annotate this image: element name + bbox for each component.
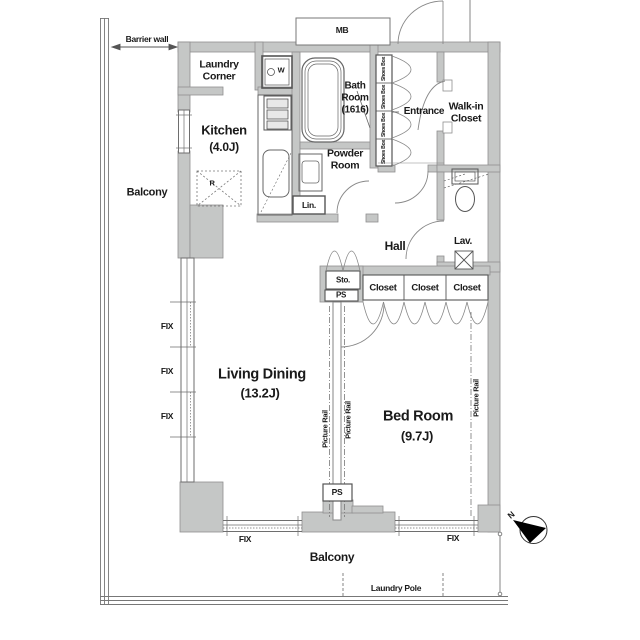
picture-rail-lines	[329, 306, 472, 517]
balcony-west-label: Balcony	[126, 186, 168, 199]
living-south-window	[223, 516, 302, 536]
kitchen-counter-sink	[257, 94, 293, 216]
entrance-label: Entrance	[403, 106, 445, 118]
walls	[177, 41, 501, 533]
balcony-rail	[100, 18, 508, 605]
closet-label: Closet	[453, 282, 481, 294]
fix-window-label: FIX	[238, 533, 252, 544]
closet-row	[362, 274, 489, 301]
picture-rail-label: Picture Rail	[471, 379, 481, 417]
bathtub	[301, 57, 371, 143]
refrigerator-space	[196, 170, 242, 207]
door-arcs	[336, 0, 446, 348]
bedroom-south-window	[395, 516, 478, 536]
compass-icon	[513, 516, 548, 544]
kitchen-window	[176, 109, 192, 154]
fridge-label: R	[209, 178, 215, 188]
storage-label: Sto.	[336, 275, 350, 285]
lav-label: Lav.	[453, 236, 473, 248]
living-dining-size-label: (13.2J)	[240, 385, 280, 401]
picture-rail-label: Picture Rail	[343, 401, 353, 439]
toilet	[443, 168, 490, 212]
kitchen-size-label: (4.0J)	[209, 139, 239, 154]
drain-box	[454, 250, 474, 270]
stove	[263, 95, 292, 131]
picture-rail-label: Picture Rail	[320, 410, 330, 448]
powder-room-door	[336, 180, 370, 214]
closet-label: Closet	[369, 282, 397, 294]
pipe-shaft-box	[322, 483, 353, 502]
wic-door	[417, 80, 446, 131]
shoes-box-cabinet	[375, 54, 393, 167]
meter-box	[295, 17, 391, 46]
kitchen-label: Kitchen	[201, 122, 247, 138]
closet-label: Closet	[411, 282, 439, 294]
washing-machine	[261, 55, 293, 89]
shoes-box-label: Shoes Box	[380, 56, 387, 82]
barrier-wall-label: Barrier wall	[125, 33, 169, 44]
washer-label: W	[277, 65, 285, 75]
linen-label: Lin.	[302, 199, 316, 210]
hall-label: Hall	[384, 238, 406, 253]
laundry-corner-label: Laundry Corner	[199, 58, 239, 83]
ps-label: PS	[335, 290, 347, 300]
folding-doors	[325, 55, 489, 325]
fix-window-label: FIX	[160, 320, 174, 331]
entrance-door	[397, 0, 444, 45]
linen-cabinet	[292, 195, 326, 215]
living-bedroom-wall	[332, 301, 342, 521]
laundry-pole-label: Laundry Pole	[370, 582, 422, 593]
lav-door	[405, 220, 445, 260]
living-dining-label: Living Dining	[218, 366, 306, 383]
walk-in-closet-label: Walk-in Closet	[448, 100, 484, 125]
windows	[170, 109, 478, 536]
fix-window-label: FIX	[160, 365, 174, 376]
fix-window-label: FIX	[160, 410, 174, 421]
barrier-wall-arrow	[110, 43, 179, 51]
bedroom-door	[340, 303, 385, 348]
bath-room-label: Bath Room (1616)	[341, 80, 369, 115]
ps-bottom-label: PS	[331, 486, 343, 497]
fix-window-label: FIX	[446, 532, 460, 543]
meter-box-label: MB	[335, 24, 349, 35]
bed-room-label: Bed Room	[382, 408, 454, 425]
living-west-window	[170, 257, 196, 483]
shoes-box-label: Shoes Box	[380, 112, 387, 138]
powder-vanity	[298, 153, 323, 192]
shoes-box-label: Shoes Box	[380, 139, 387, 165]
hall-door	[394, 170, 429, 204]
balcony-south-label: Balcony	[309, 549, 355, 564]
laundry-pole-marks	[342, 573, 444, 596]
wic-door-jambs	[442, 79, 453, 134]
balcony-divider	[497, 531, 503, 597]
bed-room-size-label: (9.7J)	[400, 428, 434, 444]
powder-room-label: Powder Room	[326, 147, 364, 172]
storage-ps-unit	[324, 270, 361, 302]
shoes-box-label: Shoes Box	[380, 84, 387, 110]
